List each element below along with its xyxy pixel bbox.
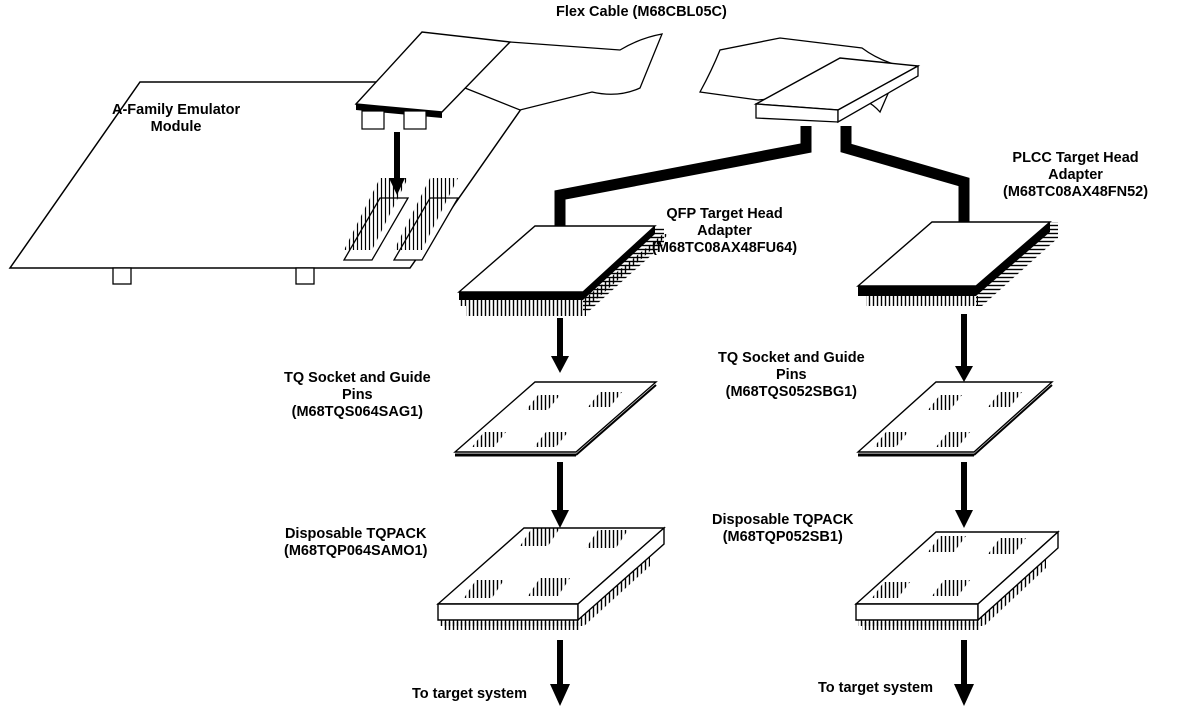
arrow-qfp-to-socket — [551, 318, 569, 373]
pack-right-part: (M68TQP052SB1) — [722, 529, 843, 545]
tqpack-right-label: Disposable TQPACK (M68TQP052SB1) — [712, 512, 854, 546]
tq-right-line2: Pins — [776, 367, 807, 383]
tq-left-line1: TQ Socket and Guide — [284, 370, 431, 386]
pack-right-line1: Disposable TQPACK — [712, 512, 854, 528]
flex-cable-adapter-end — [698, 37, 921, 124]
arrow-to-target-left — [550, 640, 570, 706]
tqpack-right — [854, 530, 1060, 630]
emulator-header-right — [392, 178, 460, 261]
tq-socket-left — [453, 381, 658, 457]
target-left-label: To target system — [412, 686, 527, 703]
arrow-socket-to-pack-right — [955, 462, 973, 528]
qfp-adapter-label: QFP Target Head Adapter (M68TC08AX48FU64… — [652, 206, 797, 257]
tq-left-part: (M68TQS064SAG1) — [291, 404, 423, 420]
flex-cable-emulator-end — [354, 31, 664, 130]
qfp-label-line2: Adapter — [697, 223, 752, 239]
plcc-target-head-adapter — [856, 221, 1058, 306]
tqpack-left — [436, 526, 666, 630]
tq-right-line1: TQ Socket and Guide — [718, 350, 865, 366]
pack-left-line1: Disposable TQPACK — [284, 526, 427, 542]
plcc-adapter-label: PLCC Target Head Adapter (M68TC08AX48FN5… — [1003, 150, 1148, 201]
target-right-text: To target system — [818, 680, 933, 696]
arrow-socket-to-pack-left — [551, 462, 569, 528]
emulator-module-label: A-Family Emulator Module — [112, 102, 240, 136]
arrow-plcc-to-socket — [955, 314, 973, 382]
arrow-flex-to-emulator — [389, 132, 405, 195]
pack-left-part: (M68TQP064SAMO1) — [284, 543, 428, 559]
qfp-label-line1: QFP Target Head — [666, 206, 783, 222]
tqpack-left-label: Disposable TQPACK (M68TQP064SAMO1) — [284, 526, 427, 560]
emulator-label-line1: A-Family Emulator — [112, 102, 241, 118]
target-left-text: To target system — [412, 686, 527, 702]
flex-cable-label-text: Flex Cable (M68CBL05C) — [556, 4, 727, 20]
tq-socket-right-label: TQ Socket and Guide Pins (M68TQS052SBG1) — [718, 350, 865, 401]
target-right-label: To target system — [818, 680, 933, 697]
plcc-label-line2: Adapter — [1048, 167, 1103, 183]
emulator-label-line2: Module — [150, 119, 202, 135]
tq-right-part: (M68TQS052SBG1) — [725, 384, 857, 400]
qfp-target-head-adapter — [457, 225, 669, 316]
qfp-label-part: (M68TC08AX48FU64) — [652, 240, 798, 256]
arrow-to-target-right — [954, 640, 974, 706]
tq-socket-right — [856, 381, 1054, 457]
flex-cable-label: Flex Cable (M68CBL05C) — [556, 4, 727, 21]
emulator-module — [8, 81, 542, 285]
plcc-label-part: (M68TC08AX48FN52) — [1003, 184, 1149, 200]
tq-left-line2: Pins — [342, 387, 373, 403]
plcc-label-line1: PLCC Target Head — [1012, 150, 1139, 166]
tq-socket-left-label: TQ Socket and Guide Pins (M68TQS064SAG1) — [284, 370, 431, 421]
emulator-header-left — [342, 178, 410, 261]
